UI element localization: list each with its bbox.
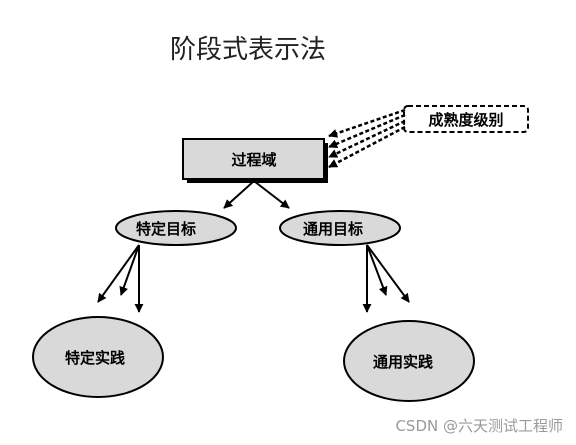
specific-practice-node: 特定实践 — [32, 316, 164, 398]
dashed-arrow — [328, 113, 406, 149]
generic-goal-node: 通用目标 — [279, 210, 401, 246]
solid-arrow — [366, 244, 388, 296]
specific-goal-ellipse — [115, 210, 237, 246]
generic-goal-ellipse — [279, 210, 401, 246]
maturity-to-process-arrows — [328, 108, 406, 169]
arrow-to-specific-goal — [223, 180, 255, 209]
solid-arrow — [119, 244, 140, 296]
diagram-title: 阶段式表示法 — [170, 35, 326, 65]
maturity-level-box — [403, 105, 529, 133]
generic-goal-label: 通用目标 — [303, 220, 363, 238]
process-area-label: 过程域 — [231, 151, 276, 169]
specific-practice-label: 特定实践 — [65, 349, 125, 367]
specific-goal-to-practice-arrows — [97, 244, 144, 313]
specific-goal-label: 特定目标 — [136, 220, 196, 238]
solid-arrow — [97, 244, 140, 303]
generic-practice-node: 通用实践 — [343, 320, 475, 402]
dashed-arrow — [328, 125, 406, 169]
generic-practice-ellipse — [343, 320, 475, 402]
maturity-level-label: 成熟度级别 — [428, 111, 503, 129]
watermark-text: CSDN @六天测试工程师 — [395, 417, 563, 435]
process-area-node: 过程域 — [182, 138, 328, 183]
generic-practice-label: 通用实践 — [373, 353, 433, 371]
dashed-arrow — [328, 119, 406, 159]
specific-practice-ellipse — [32, 316, 164, 398]
dashed-arrow — [328, 108, 406, 138]
generic-goal-to-practice-arrows — [362, 244, 410, 313]
process-area-box — [182, 138, 325, 180]
process-to-goal-arrows — [223, 180, 290, 209]
specific-goal-node: 特定目标 — [115, 210, 237, 246]
arrow-to-generic-goal — [253, 180, 290, 209]
solid-arrow — [366, 244, 410, 303]
maturity-level-node: 成熟度级别 — [403, 105, 529, 133]
